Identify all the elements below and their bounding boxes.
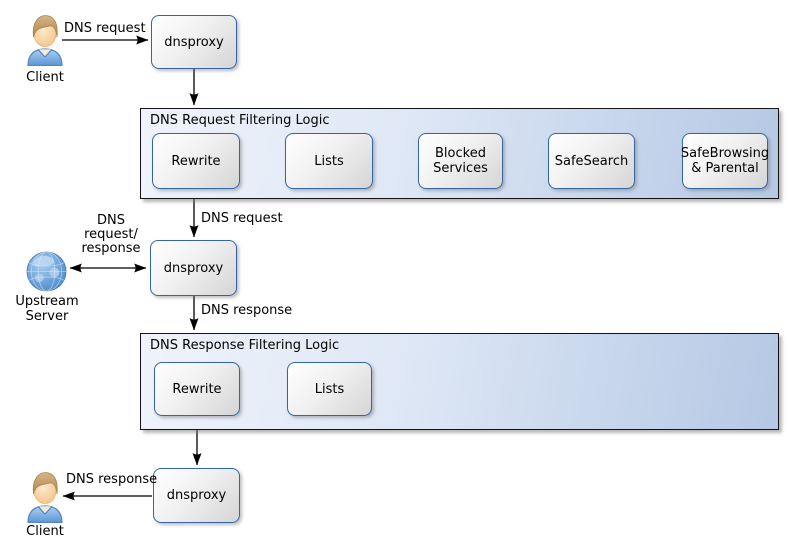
dnsproxy-node-middle: dnsproxy — [150, 240, 237, 296]
step-rewrite-request: Rewrite — [152, 133, 240, 189]
upstream-server-label-line1: Upstream — [15, 294, 79, 309]
dnsproxy-node-bottom: dnsproxy — [153, 468, 240, 523]
edge-label-upstream-line2: request/ — [84, 227, 138, 242]
upstream-server-label: Upstream Server — [8, 294, 86, 324]
edge-label-dns-response-bottom: DNS response — [66, 472, 158, 487]
edge-label-dns-request-top: DNS request — [64, 21, 146, 36]
edge-label-dns-response-mid: DNS response — [201, 303, 293, 318]
edge-label-upstream-line1: DNS — [97, 213, 125, 228]
request-filtering-title: DNS Request Filtering Logic — [150, 113, 330, 128]
upstream-server-globe-icon — [26, 251, 67, 292]
client-label-bottom: Client — [26, 524, 64, 539]
client-person-icon-top — [26, 14, 64, 66]
edge-label-upstream-line3: response — [81, 241, 141, 256]
response-filtering-title: DNS Response Filtering Logic — [150, 338, 340, 353]
client-person-icon-bottom — [26, 471, 64, 523]
upstream-server-label-line2: Server — [25, 309, 69, 324]
edge-label-upstream-exchange: DNS request/ response — [77, 214, 145, 256]
step-safesearch: SafeSearch — [548, 133, 635, 189]
client-label-top: Client — [26, 70, 64, 85]
response-filtering-container: DNS Response Filtering Logic — [140, 333, 779, 430]
step-safebrowsing-parental: SafeBrowsing & Parental — [681, 133, 769, 189]
step-rewrite-response: Rewrite — [154, 362, 240, 416]
step-blocked-services: Blocked Services — [418, 133, 503, 189]
step-lists-request: Lists — [285, 133, 373, 189]
step-lists-response: Lists — [287, 362, 372, 416]
edge-label-dns-request-mid: DNS request — [201, 211, 283, 226]
dnsproxy-node-top: dnsproxy — [151, 15, 237, 69]
